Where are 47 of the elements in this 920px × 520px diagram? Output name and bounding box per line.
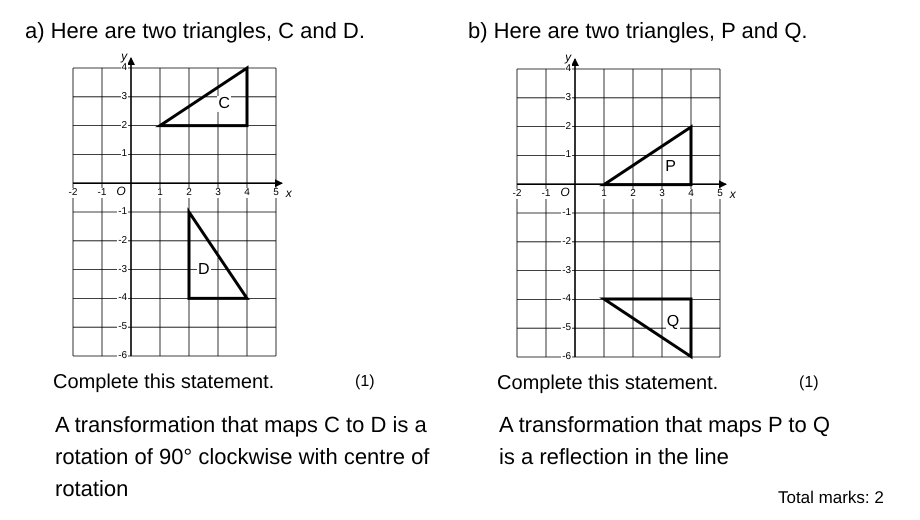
origin-label: O [115,184,127,197]
tick-label: 1 [156,188,164,198]
shape-label: C [217,96,231,112]
tick-label: 4 [564,64,572,74]
triangle [187,210,249,300]
tick-label: 3 [564,92,572,103]
tick-label: 5 [716,188,724,199]
total-marks: Total marks: 2 [778,489,884,506]
instruction-text: Complete this statement. [53,372,274,392]
question-heading: a) Here are two triangles, C and D. [25,20,365,42]
tick-label: 4 [687,188,695,199]
tick-label: 3 [214,188,222,198]
marks-label: (1) [799,375,819,391]
triangle [602,297,693,359]
statement-text: A transformation that maps P to Q is a reflection in the line [499,411,831,471]
tick-label: -1 [117,207,128,217]
tick-label: 2 [120,120,128,131]
tick-label: -2 [512,188,522,199]
tick-label: -1 [96,188,108,198]
triangle [158,66,249,128]
tick-label: -6 [561,352,572,362]
tick-label: 2 [185,188,193,198]
tick-label: -6 [117,351,128,361]
tick-label: 1 [600,188,608,199]
question-heading: b) Here are two triangles, P and Q. [468,20,808,42]
statement-text: A transformation that maps C to D is a rotation of 90° clockwise with centre of rotation [55,411,430,503]
tick-label: -2 [561,236,572,247]
tick-label: -2 [68,188,78,198]
tick-label: -5 [561,323,572,334]
triangle [602,124,693,186]
tick-label: 3 [658,188,666,199]
marks-label: (1) [355,374,375,390]
instruction-text: Complete this statement. [497,373,718,393]
tick-label: 2 [564,122,572,132]
tick-label: 3 [120,92,128,102]
tick-label: 2 [629,188,637,199]
shape-label: Q [666,314,680,330]
tick-label: -5 [117,322,128,332]
tick-label: -3 [117,264,128,275]
tick-label: -1 [561,208,572,218]
tick-label: -3 [561,266,572,276]
tick-label: -1 [540,188,552,199]
origin-label: O [559,186,571,198]
tick-label: 5 [272,188,280,198]
tick-label: 4 [243,188,251,198]
tick-label: -2 [117,236,128,246]
tick-label: 4 [120,63,128,73]
